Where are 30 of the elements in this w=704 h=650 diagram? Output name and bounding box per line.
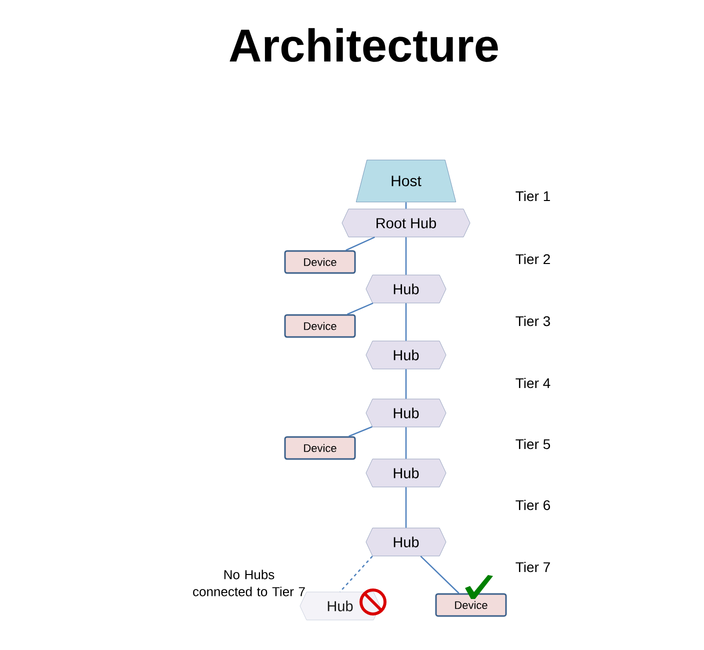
- host-trapezoid: Host: [356, 160, 456, 202]
- hub-hexagon: Hub: [366, 398, 446, 428]
- tier-label: Tier 7: [516, 562, 550, 572]
- tier-label: Tier 4: [516, 378, 550, 388]
- device-box: Device: [435, 593, 507, 617]
- connector-line: [405, 237, 407, 275]
- device-box: Device: [284, 314, 356, 338]
- tier-label: Tier 1: [516, 190, 550, 202]
- hub-hexagon: Hub: [366, 274, 446, 304]
- tier-label: Tier 6: [516, 500, 550, 510]
- hub-hexagon: Hub: [366, 458, 446, 488]
- connector-line: [405, 487, 407, 528]
- connector-line: [405, 303, 407, 341]
- connector-line: [348, 426, 372, 437]
- title: Architecture: [230, 28, 498, 62]
- hub-hexagon: Hub: [366, 340, 446, 370]
- connector-line: [420, 556, 460, 594]
- hub-hexagon: Hub: [366, 528, 446, 556]
- device-box: Device: [284, 436, 356, 460]
- tier-label: Tier 5: [516, 438, 550, 450]
- connector-line: [405, 202, 407, 209]
- device-box: Device: [284, 250, 356, 274]
- connector-line: [347, 302, 374, 315]
- connector-line: [346, 236, 375, 251]
- connector-line: [405, 369, 407, 399]
- hub-hexagon: Root Hub: [342, 208, 470, 238]
- connector-line: [405, 427, 407, 459]
- tier-label: Tier 2: [516, 254, 550, 264]
- connector-line: [340, 556, 373, 592]
- tier-label: Tier 3: [516, 316, 550, 326]
